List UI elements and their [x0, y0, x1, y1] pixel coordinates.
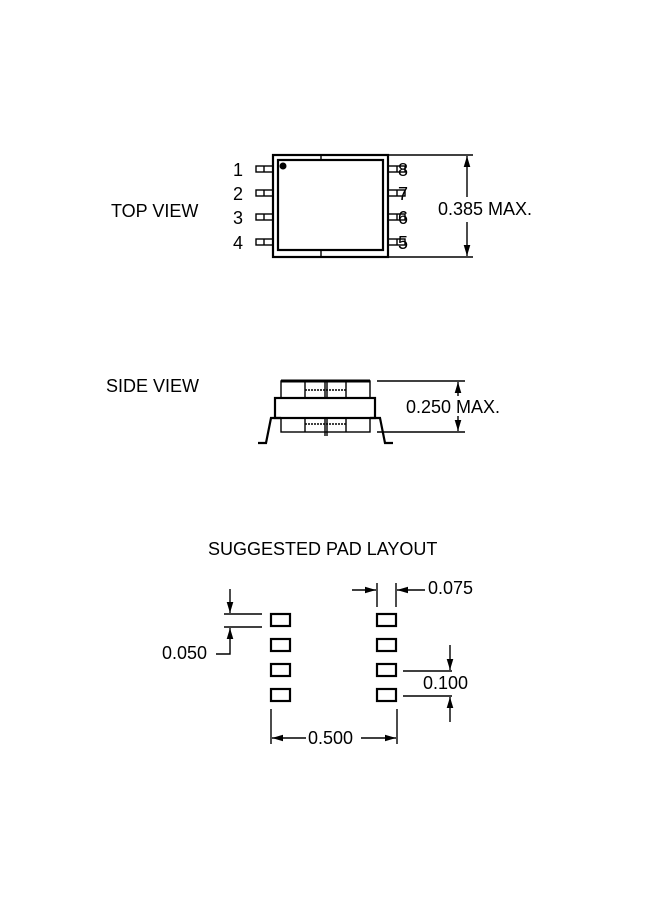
- side-body: [273, 396, 377, 420]
- pad-layout-label: SUGGESTED PAD LAYOUT: [208, 539, 437, 559]
- height-dimension: 0.385 MAX.: [388, 154, 532, 258]
- pads-left: [269, 612, 292, 703]
- pad-width-label: 0.075: [428, 578, 473, 598]
- height-dimension: 0.250 MAX.: [377, 380, 500, 433]
- top-view: TOP VIEW 1 2 3 4 8 7 6 5: [111, 153, 532, 259]
- pin-label: 1: [233, 160, 243, 180]
- pin-label: 5: [398, 233, 408, 253]
- package-body-inner: [276, 158, 385, 252]
- pin-label: 8: [398, 160, 408, 180]
- height-dimension-label: 0.385 MAX.: [438, 199, 532, 219]
- pin-label: 4: [233, 233, 243, 253]
- row-spacing-label: 0.500: [308, 728, 353, 748]
- side-view-label: SIDE VIEW: [106, 376, 199, 396]
- pitch-label: 0.100: [423, 673, 468, 693]
- pin-label: 6: [398, 208, 408, 228]
- pins-left: [255, 165, 274, 246]
- height-dimension-label: 0.250 MAX.: [406, 397, 500, 417]
- pin1-marker: [279, 162, 287, 170]
- side-view: SIDE VIEW 0.250 MAX.: [106, 376, 500, 445]
- pins-right: [387, 165, 406, 246]
- pad-layout: SUGGESTED PAD LAYOUT 0.050 0.075 0.10: [162, 539, 473, 748]
- left-lead: [258, 416, 281, 445]
- pad-height-label: 0.050: [162, 643, 207, 663]
- top-view-label: TOP VIEW: [111, 201, 198, 221]
- right-lead: [370, 416, 393, 445]
- pin-label: 7: [398, 184, 408, 204]
- package-body-outline: [271, 153, 390, 259]
- pads-right: [375, 612, 398, 703]
- pin-label: 2: [233, 184, 243, 204]
- pin-label: 3: [233, 208, 243, 228]
